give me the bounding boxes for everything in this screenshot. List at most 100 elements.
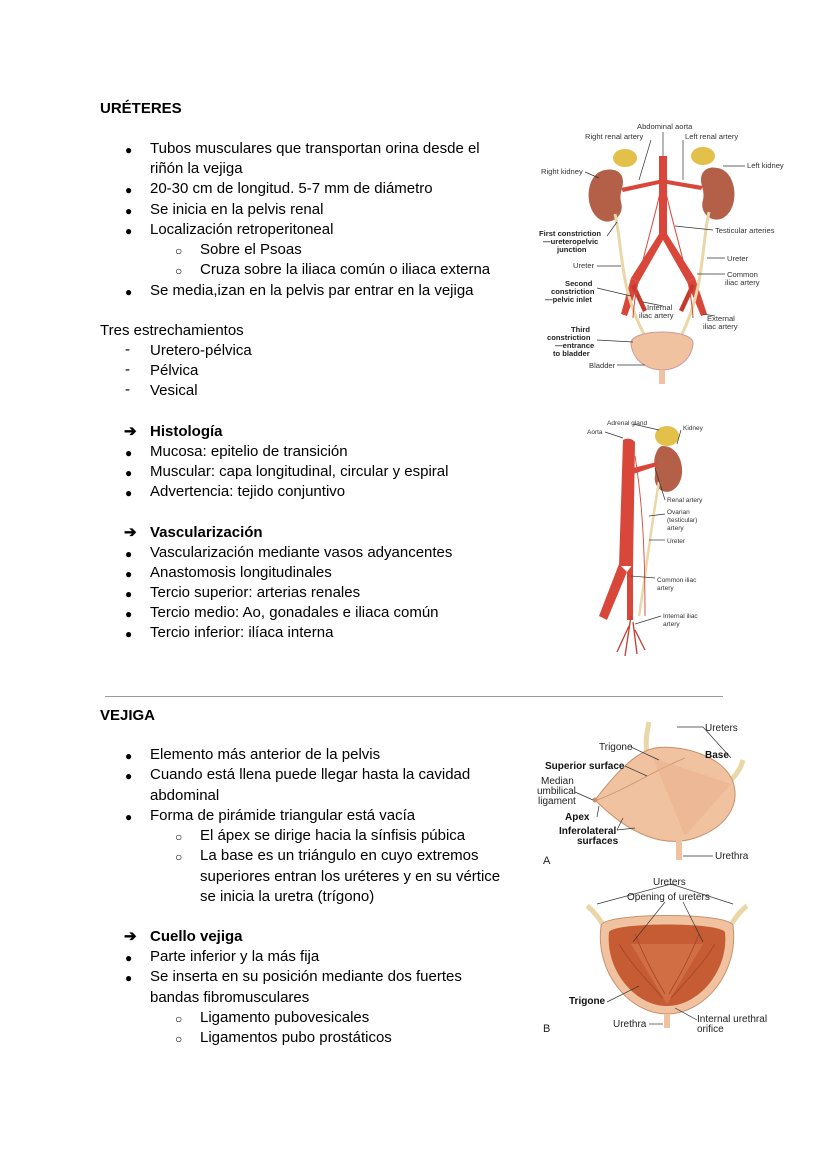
common-iliac-artery [599, 564, 633, 620]
bladder-external-figure: Ureters Trigone Base Superior surface Me… [537, 721, 749, 867]
ureter-left [679, 211, 711, 337]
label-internal-iliac: Internal [647, 303, 673, 312]
label-internal-urethral-orifice: Internal urethral [697, 1014, 767, 1025]
kidney [654, 446, 683, 492]
text-line: Muscular: capa longitudinal, circular y … [150, 463, 449, 480]
text-line: Vesical [150, 382, 198, 399]
label-trigone: Trigone [569, 996, 606, 1007]
bullet-icon: ● [125, 466, 133, 480]
label-third-constriction: Third [571, 325, 590, 334]
label-first-constriction-3: junction [556, 245, 587, 254]
bullet-icon: ● [125, 971, 133, 985]
label-common-iliac-2: artery [657, 585, 674, 592]
label-opening-of-ureters: Opening of ureters [627, 892, 710, 903]
left-kidney [701, 167, 735, 220]
label-internal-iliac-2: artery [663, 621, 680, 628]
bullet-icon: ● [125, 224, 133, 238]
label-external-iliac-2: iliac artery [703, 322, 738, 331]
circle-bullet-icon: ○ [175, 244, 183, 258]
text-line: superiores entran los uréteres y en su v… [200, 868, 501, 885]
label-ureter: Ureter [667, 538, 686, 545]
label-common-iliac: Common iliac [657, 577, 697, 584]
bullet-icon: ● [125, 567, 133, 581]
bullet-icon: ● [125, 951, 133, 965]
bullet-icon: ● [125, 446, 133, 460]
text-line: 20-30 cm de longitud. 5-7 mm de diámetro [150, 180, 433, 197]
text-line: Tercio medio: Ao, gonadales e iliaca com… [150, 604, 439, 621]
label-bladder: Bladder [589, 361, 616, 370]
bullet-icon: ● [125, 547, 133, 561]
label-ovarian-artery-3: artery [667, 525, 684, 532]
ureter-right [613, 213, 647, 337]
bullet-icon: ● [125, 627, 133, 641]
subheading-vascularizacion: Vascularización [150, 524, 263, 541]
text-line: Tubos musculares que transportan orina d… [150, 140, 480, 157]
text-line: Ligamentos pubo prostáticos [200, 1029, 392, 1046]
label-right-renal-artery: Right renal artery [585, 132, 643, 141]
ovarian-artery [634, 455, 646, 617]
label-common-iliac: Common [727, 270, 758, 279]
subheading-histologia: Histología [150, 423, 223, 440]
bullet-icon: ● [125, 204, 133, 218]
mucosa-folds [618, 933, 716, 999]
label-left-kidney: Left kidney [747, 161, 784, 170]
text-line: Pélvica [150, 362, 199, 379]
text-line: Cruza sobre la iliaca común o iliaca ext… [200, 261, 491, 278]
bladder-body [594, 746, 736, 842]
urethra [659, 370, 665, 384]
label-inferolateral-surfaces-2: surfaces [577, 836, 619, 847]
urinary-tract-figure: Abdominal aorta Right renal artery Left … [539, 122, 784, 384]
aorta [619, 438, 635, 566]
label-median-umbilical-ligament-3: ligament [538, 796, 576, 807]
text-line: bandas fibromusculares [150, 989, 310, 1006]
text-line: Se media,izan en la pelvis par entrar en… [150, 282, 474, 299]
bullet-icon: ● [125, 810, 133, 824]
estrechamientos-heading: Tres estrechamientos [100, 322, 244, 339]
label-adrenal-gland: Adrenal gland [607, 420, 647, 427]
abdominal-aorta [659, 156, 667, 236]
aorta-kidney-figure: Adrenal gland Aorta Kidney Renal artery … [587, 420, 704, 657]
bullet-icon: ● [125, 183, 133, 197]
label-testicular-arteries: Testicular arteries [715, 226, 775, 235]
label-trigone: Trigone [599, 742, 633, 753]
circle-bullet-icon: ○ [175, 1032, 183, 1046]
adrenal-gland-left [691, 147, 715, 165]
text-line: Uretero-pélvica [150, 342, 252, 359]
text-line: Advertencia: tejido conjuntivo [150, 483, 346, 500]
label-kidney: Kidney [683, 425, 704, 432]
common-iliac-arteries [631, 234, 695, 282]
label-first-constriction-2: —ureteropelvic [543, 237, 598, 246]
label-third-constriction-3: —entrance [555, 341, 594, 350]
label-right-kidney: Right kidney [541, 167, 583, 176]
text-line: Se inserta en su posición mediante dos f… [150, 968, 462, 985]
label-external-iliac: External [707, 314, 735, 323]
text-line: El ápex se dirige hacia la sínfisis púbi… [200, 827, 466, 844]
subheading-cuello-vejiga: Cuello vejiga [150, 928, 243, 945]
right-kidney [588, 169, 623, 222]
adrenal-gland [655, 426, 679, 446]
text-line: Ligamento pubovesicales [200, 1009, 370, 1026]
bladder-interior-figure: Ureters Opening of ureters Trigone Ureth… [543, 877, 767, 1035]
renal-arteries [621, 180, 703, 192]
label-ureter-right: Ureter [573, 261, 595, 270]
label-ureters: Ureters [653, 877, 686, 888]
bullet-icon: ● [125, 587, 133, 601]
internal-iliac-branches [616, 615, 646, 657]
text-line: Anastomosis longitudinales [150, 564, 332, 581]
superior-surface [596, 757, 686, 801]
text-line: Mucosa: epitelio de transición [150, 443, 348, 460]
text-line: Cuando está llena puede llegar hasta la … [150, 766, 471, 783]
text-line: se inicia la uretra (trígono) [200, 888, 375, 905]
label-urethra: Urethra [715, 851, 749, 862]
text-line: Se inicia en la pelvis renal [150, 201, 324, 218]
urethra [676, 840, 682, 860]
text-line: Tercio inferior: ilíaca interna [150, 624, 334, 641]
text-line: Vascularización mediante vasos adyancent… [150, 544, 453, 561]
text-line: La base es un triángulo en cuyo extremos [200, 847, 479, 864]
circle-bullet-icon: ○ [175, 830, 183, 844]
label-ureters: Ureters [705, 723, 738, 734]
urethra [664, 1014, 670, 1028]
label-inferolateral-surfaces: Inferolateral [559, 826, 616, 837]
apex [592, 797, 598, 803]
label-apex: Apex [565, 812, 590, 823]
